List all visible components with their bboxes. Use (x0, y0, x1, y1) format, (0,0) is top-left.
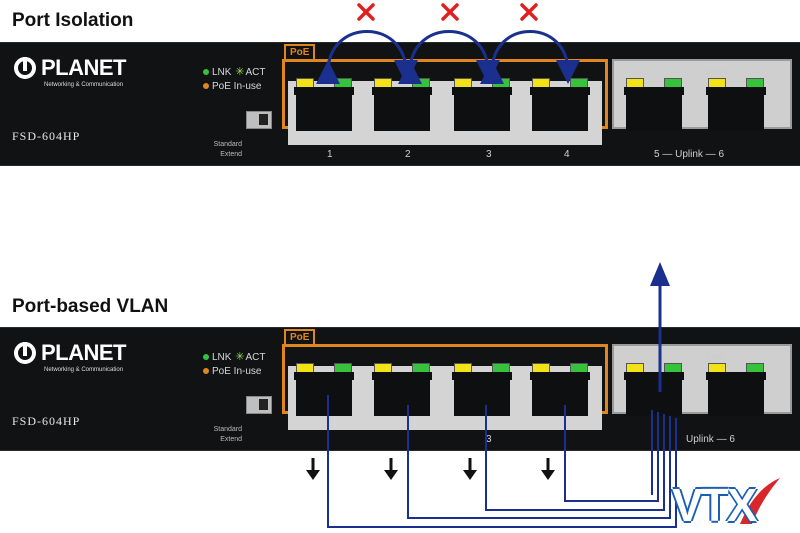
planet-logo-icon (14, 57, 36, 79)
lnk-label: LNK (212, 352, 232, 363)
logo-tagline: Networking & Communication (44, 82, 124, 88)
vtx-swoosh-icon (740, 478, 780, 524)
act-star-icon: ✳ (235, 66, 245, 78)
mode-standard-label: Standard (213, 141, 242, 148)
model-label: FSD-604HP (12, 414, 81, 428)
act-star-icon: ✳ (235, 351, 245, 363)
planet-logo: PLANET (14, 340, 127, 365)
planet-logo-icon (14, 342, 36, 364)
mode-standard-label: Standard (213, 426, 242, 433)
port-number-3: 3 (486, 434, 492, 445)
planet-logo: PLANET (14, 55, 127, 80)
act-label: ACT (245, 352, 266, 363)
pwr-label: PWR (706, 67, 727, 77)
vtx-watermark: VTX (672, 479, 757, 531)
blocked-arrow-3-4 (479, 30, 580, 85)
port-4-jack (530, 372, 590, 416)
port-based-vlan-title: Port-based VLAN (12, 296, 169, 317)
port-4 (528, 75, 592, 131)
port-isolation-title: Port Isolation (12, 10, 134, 31)
poe-legend: PoE In-use (203, 81, 261, 92)
poe-inuse-label: PoE In-use (212, 366, 262, 377)
port-6-jack (706, 87, 766, 131)
port-2-jack (372, 372, 432, 416)
port-number-3: 3 (486, 149, 492, 160)
poe-dot-icon (203, 368, 209, 375)
port-1-jack (294, 87, 354, 131)
lnk-act-legend: LNK ✳ACT (203, 350, 265, 363)
logo-text: PLANET (41, 55, 127, 80)
port-1 (292, 75, 356, 131)
mode-extend-label: Extend (220, 436, 242, 443)
port-5-jack (624, 372, 684, 416)
port-5-jack (624, 87, 684, 131)
mode-dip-switch[interactable] (246, 111, 272, 129)
lnk-act-legend: LNK ✳ACT (203, 65, 265, 78)
port-4-jack (530, 87, 590, 131)
port-3-jack (452, 87, 512, 131)
port-2-jack (372, 87, 432, 131)
down-arrow-icon (306, 458, 555, 480)
vlan-switch-panel: PLANET Networking & Communication FSD-60… (0, 327, 800, 451)
red-cross-icon (357, 3, 538, 21)
port-5 (622, 75, 686, 131)
port-4 (528, 360, 592, 416)
isolation-switch-panel: PLANET Networking & Communication FSD-60… (0, 42, 800, 166)
port-5 (622, 360, 686, 416)
act-label: ACT (245, 67, 266, 78)
poe-legend: PoE In-use (203, 366, 261, 377)
blocked-arrow-1-2 (315, 30, 418, 85)
port-6-jack (706, 372, 766, 416)
lnk-dot-icon (203, 354, 209, 361)
vlan-traces (327, 395, 677, 528)
mode-dip-switch[interactable] (246, 396, 272, 414)
logo-tagline: Networking & Communication (44, 367, 124, 373)
blocked-arrow-2-3 (397, 30, 500, 85)
port-2 (370, 360, 434, 416)
port-3-jack (452, 372, 512, 416)
port-3 (450, 360, 514, 416)
poe-inuse-label: PoE In-use (212, 81, 262, 92)
pwr-label: PWR (706, 352, 727, 362)
logo-text: PLANET (41, 340, 127, 365)
port-number-1: 1 (327, 149, 333, 160)
lnk-dot-icon (203, 69, 209, 76)
port-1 (292, 360, 356, 416)
port-number-4: 4 (564, 149, 570, 160)
uplink-label: Uplink — 6 (686, 434, 735, 445)
model-label: FSD-604HP (12, 129, 81, 143)
lnk-label: LNK (212, 67, 232, 78)
poe-tag: PoE (284, 329, 316, 345)
port-1-jack (294, 372, 354, 416)
poe-tag: PoE (284, 44, 316, 60)
mode-extend-label: Extend (220, 151, 242, 158)
poe-dot-icon (203, 83, 209, 90)
uplink-label: 5 — Uplink — 6 (654, 149, 725, 160)
port-number-2: 2 (405, 149, 411, 160)
uplink-up-arrow (650, 262, 670, 392)
port-6 (704, 360, 768, 416)
port-6 (704, 75, 768, 131)
